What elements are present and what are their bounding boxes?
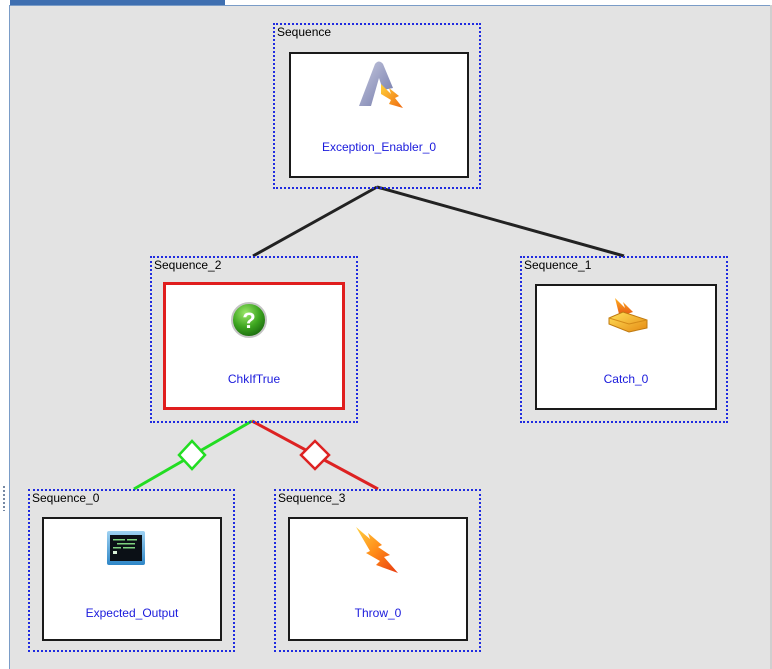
console-output-icon (107, 531, 145, 565)
node-label: Expected_Output (85, 606, 179, 620)
sequence-label: Sequence_1 (524, 258, 592, 272)
exception-enabler-icon (359, 61, 403, 108)
canvas-right-edge (770, 5, 772, 669)
throw-icon (356, 527, 398, 573)
sequence-bottom-right[interactable]: Sequence_3 Throw_0 (274, 489, 481, 652)
chk-if-true-node[interactable]: ? ChkIfTrue (163, 282, 345, 410)
splitter-grip[interactable] (3, 485, 5, 511)
sequence-bottom-left[interactable]: Sequence_0 Expected_Output (28, 489, 235, 652)
false-branch-diamond[interactable] (299, 439, 331, 471)
sequence-label: Sequence_0 (32, 491, 100, 505)
sequence-label: Sequence_3 (278, 491, 346, 505)
node-label: Catch_0 (603, 372, 649, 386)
node-label: ChkIfTrue (227, 372, 281, 386)
sequence-root[interactable]: Sequence Exception_Enabler_0 (273, 23, 481, 189)
sequence-right[interactable]: Sequence_1 Catch_0 (520, 256, 728, 423)
connector-root-to-left[interactable] (252, 185, 378, 258)
left-divider (9, 5, 10, 669)
svg-text:?: ? (242, 308, 255, 333)
sequence-label: Sequence_2 (154, 258, 222, 272)
top-strip (0, 0, 772, 6)
node-label: Exception_Enabler_0 (321, 140, 437, 154)
sequence-label: Sequence (277, 25, 332, 39)
question-icon: ? (231, 302, 267, 338)
catch-node[interactable]: Catch_0 (535, 284, 717, 410)
left-panel-edge (0, 0, 10, 669)
throw-node[interactable]: Throw_0 (288, 517, 468, 641)
active-tab-indicator[interactable] (10, 0, 225, 5)
connector-root-to-right[interactable] (376, 185, 625, 258)
exception-enabler-node[interactable]: Exception_Enabler_0 (289, 52, 469, 178)
sequence-left[interactable]: Sequence_2 ? ChkIfTrue (150, 256, 358, 423)
true-branch-diamond[interactable] (177, 439, 207, 471)
expected-output-node[interactable]: Expected_Output (42, 517, 222, 641)
node-label: Throw_0 (354, 606, 402, 620)
catch-icon (608, 298, 648, 333)
